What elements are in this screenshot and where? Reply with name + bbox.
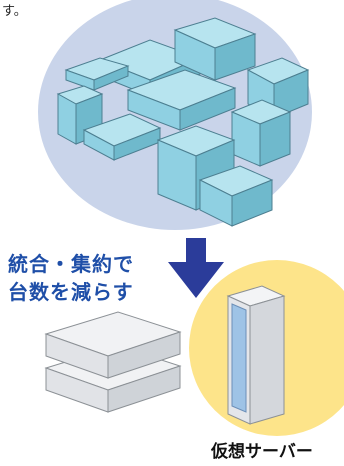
consolidation-label-line-1: 統合・集約で bbox=[8, 252, 134, 276]
virtual-server-stack-icon bbox=[44, 311, 182, 413]
consolidation-arrow-icon bbox=[168, 238, 224, 298]
consolidation-label: 統合・集約で 台数を減らす bbox=[8, 250, 134, 306]
consolidation-label-line-2: 台数を減らす bbox=[8, 280, 134, 304]
server-rack-icon bbox=[226, 285, 286, 425]
bubble-pointer bbox=[200, 352, 222, 392]
top-caption-fragment: す。 bbox=[2, 4, 27, 19]
physical-server-cluster bbox=[56, 17, 310, 227]
virtual-server-label: 仮想サーバー bbox=[211, 442, 313, 462]
